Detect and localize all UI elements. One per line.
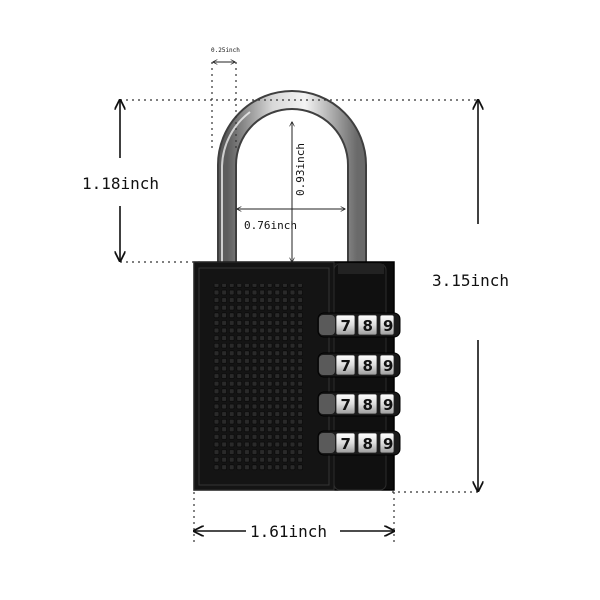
shackle-thickness-label: 0.25inch xyxy=(211,47,240,54)
dial-digit: 9 xyxy=(383,435,393,453)
dial-digit: 8 xyxy=(363,396,373,414)
dial-face xyxy=(335,354,356,376)
dial-face xyxy=(379,314,395,336)
dial-face xyxy=(357,354,378,376)
dial-face xyxy=(379,354,395,376)
dial-digit: 7 xyxy=(341,317,351,335)
body-width-label: 1.61inch xyxy=(250,522,327,541)
dial-digit: 8 xyxy=(363,357,373,375)
dial-digit: 8 xyxy=(363,317,373,335)
dial-digit: 7 xyxy=(341,435,351,453)
dimension-arrows xyxy=(120,62,478,531)
dial-face xyxy=(357,432,378,454)
dial-digit: 9 xyxy=(383,317,393,335)
dial-digit: 7 xyxy=(341,357,351,375)
dial-digit: 9 xyxy=(383,396,393,414)
dial-face xyxy=(379,393,395,415)
textured-grip-panel xyxy=(212,284,304,472)
dial-face xyxy=(357,393,378,415)
dial-digit: 7 xyxy=(341,396,351,414)
dial-face xyxy=(379,432,395,454)
dial-face xyxy=(335,314,356,336)
shackle-inner-width-label: 0.76inch xyxy=(244,219,297,232)
dial-face xyxy=(335,432,356,454)
shackle xyxy=(217,90,367,268)
dial-digit: 8 xyxy=(363,435,373,453)
shackle-inner-height-label: 0.93inch xyxy=(294,143,307,196)
dial-face xyxy=(335,393,356,415)
guide-lines xyxy=(120,62,478,545)
shackle-height-label: 1.18inch xyxy=(82,174,159,193)
total-height-label: 3.15inch xyxy=(432,271,509,290)
dial-face xyxy=(357,314,378,336)
dial-digit: 9 xyxy=(383,357,393,375)
